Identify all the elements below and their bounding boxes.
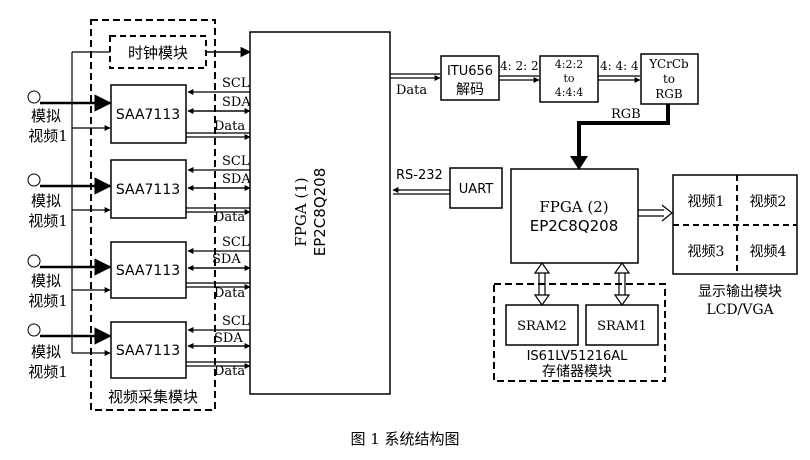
uart-box xyxy=(449,167,503,209)
decoder-row-1: 模拟 视频1 SAA7113 SCL SDA Data xyxy=(27,76,251,145)
fpga2-label: FPGA (2) xyxy=(539,198,608,216)
sda-label: SDA xyxy=(212,252,241,267)
camera-icon xyxy=(27,254,41,268)
conv422-line1: 4:2:2 xyxy=(555,58,583,71)
input-label-line2: 视频1 xyxy=(28,212,68,230)
rgb-arrowhead xyxy=(570,156,588,170)
itu656-box xyxy=(440,55,500,101)
conv422-line2: to xyxy=(563,72,574,85)
figure-caption: 图 1 系统结构图 xyxy=(350,430,460,448)
display-type-label: LCD/VGA xyxy=(706,302,774,318)
clock-module-label: 时钟模块 xyxy=(128,44,188,62)
input-label-line2: 视频1 xyxy=(28,363,68,381)
sram2-link xyxy=(533,261,551,307)
itu656-sub: 解码 xyxy=(456,82,484,98)
fpga1-data-label: Data xyxy=(396,83,427,98)
input-label-line2: 视频1 xyxy=(28,127,68,145)
memory-module-label: 存储器模块 xyxy=(542,364,612,380)
input-label-line1: 模拟 xyxy=(31,272,61,290)
memory-module-frame xyxy=(493,283,666,382)
decoder-row-2: 模拟 视频1 SAA7113 SCL SDA Data xyxy=(27,154,251,230)
sda-label: SDA xyxy=(222,172,251,187)
decoder-label: SAA7113 xyxy=(116,107,180,123)
display-arrowhead xyxy=(661,204,673,222)
fpga1-box xyxy=(249,31,391,395)
camera-icon xyxy=(27,90,41,104)
display-cell-3: 视频3 xyxy=(688,244,725,260)
decoder-label: SAA7113 xyxy=(116,343,180,359)
itu656-label: ITU656 xyxy=(447,64,493,79)
decoder-row-3: 模拟 视频1 SAA7113 SCL SDA Data xyxy=(27,235,251,310)
scl-label: SCL xyxy=(222,314,250,329)
sram1-link xyxy=(613,261,631,307)
ycrcb-line1: YCrCb xyxy=(648,57,689,71)
fpga2-box xyxy=(510,168,639,264)
data-label: Data xyxy=(214,119,245,134)
sram1-box xyxy=(585,304,659,346)
rgb-path xyxy=(577,104,670,160)
rgb-label: RGB xyxy=(611,107,641,122)
data-label: Data xyxy=(214,364,245,379)
uart-label: UART xyxy=(459,182,493,197)
input-label-line1: 模拟 xyxy=(31,343,61,361)
sram2-label: SRAM2 xyxy=(517,319,567,334)
decoder-box xyxy=(110,321,187,379)
sda-label: SDA xyxy=(222,95,251,110)
fpga1-part: EP2C8Q208 xyxy=(311,168,329,257)
conv422-line3: 4:4:4 xyxy=(555,86,583,99)
decoder-label: SAA7113 xyxy=(116,182,180,198)
sram1-label: SRAM1 xyxy=(597,319,647,334)
input-label-line1: 模拟 xyxy=(31,192,61,210)
fmt422-label: 4: 2: 2 xyxy=(500,59,539,73)
ycrcb-rgb-box xyxy=(640,53,699,105)
display-module-label: 显示输出模块 xyxy=(698,284,782,300)
decoder-box xyxy=(110,241,187,299)
data-label: Data xyxy=(214,286,245,301)
scl-label: SCL xyxy=(222,76,250,91)
decoder-row-4: 模拟 视频1 SAA7113 SCL SDA Data xyxy=(27,314,251,381)
input-label-line1: 模拟 xyxy=(31,107,61,125)
decoder-box xyxy=(110,84,187,144)
scl-label: SCL xyxy=(222,235,250,250)
ycrcb-line2: to xyxy=(663,72,675,86)
decoder-label: SAA7113 xyxy=(116,263,180,279)
display-cell-4: 视频4 xyxy=(750,244,787,260)
conv422-box xyxy=(539,55,599,103)
fpga1-label: FPGA (1) xyxy=(292,177,310,246)
capture-module-label: 视频采集模块 xyxy=(108,388,198,406)
ycrcb-line3: RGB xyxy=(655,87,683,101)
display-cell-2: 视频2 xyxy=(750,194,787,210)
input-label-line2: 视频1 xyxy=(28,292,68,310)
fpga2-part: EP2C8Q208 xyxy=(530,217,619,235)
camera-icon xyxy=(27,173,41,187)
rs232-label: RS-232 xyxy=(396,168,443,183)
data-label: Data xyxy=(214,210,245,225)
sda-label: SDA xyxy=(214,331,243,346)
display-cell-1: 视频1 xyxy=(688,194,725,210)
fmt444-label: 4: 4: 4 xyxy=(600,59,639,73)
camera-icon xyxy=(27,323,41,337)
sram2-box xyxy=(505,304,579,346)
capture-module-frame xyxy=(90,19,216,411)
decoder-box xyxy=(110,159,187,219)
scl-label: SCL xyxy=(222,154,250,169)
memory-chip-label: IS61LV51216AL xyxy=(527,349,629,364)
